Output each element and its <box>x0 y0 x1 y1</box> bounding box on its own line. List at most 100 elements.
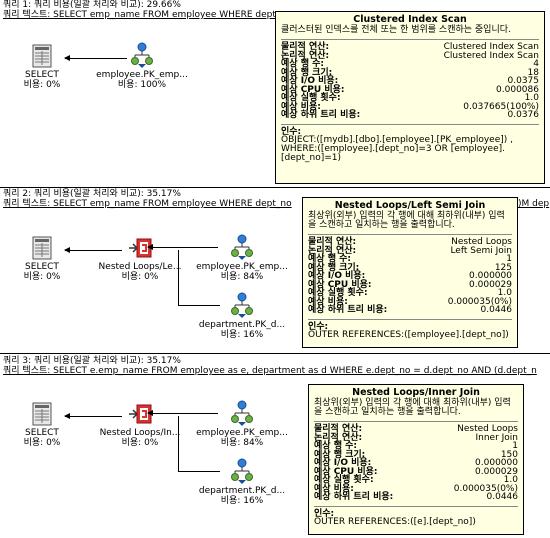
tooltip-title: Nested Loops/Inner Join <box>352 387 480 398</box>
clustered-index-scan-icon <box>192 400 292 426</box>
prop-value: 1 <box>512 441 518 451</box>
prop-key: 예상 실행 횟수: <box>281 93 341 103</box>
tooltip-argument-header: 인수: <box>281 126 302 137</box>
prop-key: 예상 행 크기: <box>281 67 333 78</box>
query-1-cost-line: 쿼리 1: 쿼리 비용(일괄 처리와 비교): 29.66% <box>3 0 181 10</box>
prop-value: 150 <box>500 449 518 460</box>
tooltip-rows: 물리적 연산:Clustered Index Scan 논리적 연산:Clust… <box>281 43 539 120</box>
prop-value: Nested Loops <box>451 237 512 247</box>
tooltip-description: 클러스터된 인덱스를 전체 또는 한 범위를 스캔하는 중입니다. <box>281 25 511 35</box>
employee-label: employee.PK_emp... <box>196 428 288 438</box>
prop-value: 0.0375 <box>507 76 540 86</box>
query-1-select-node[interactable]: SELECT 비용: 0% <box>18 44 66 90</box>
flow-arrow <box>64 55 127 61</box>
clustered-index-scan-icon <box>192 234 292 260</box>
prop-key: 예상 실행 횟수: <box>308 288 368 298</box>
tooltip-title: Clustered Index Scan <box>353 14 467 25</box>
divider <box>0 187 550 188</box>
select-table-icon <box>18 402 66 426</box>
clustered-index-scan-icon <box>92 42 192 68</box>
query-3-select-node[interactable]: SELECT 비용: 0% <box>18 402 66 448</box>
nested-loops-icon <box>94 402 186 426</box>
select-table-icon <box>18 236 66 260</box>
prop-key: 논리적 연산: <box>308 245 357 256</box>
query-2-tooltip: Nested Loops/Left Semi Join 최상위(외부) 입력의 … <box>302 197 518 348</box>
department-cost: 비용: 16% <box>220 330 264 340</box>
query-1-text-line[interactable]: 쿼리 텍스트: SELECT emp_name FROM employee WH… <box>3 10 292 20</box>
query-3-cost-line: 쿼리 3: 쿼리 비용(일괄 처리와 비교): 35.17% <box>3 356 181 366</box>
prop-key: 예상 CPU 비용: <box>314 466 378 477</box>
select-table-icon <box>18 44 66 68</box>
prop-value: 0.0376 <box>507 110 540 120</box>
prop-value: Clustered Index Scan <box>443 50 539 61</box>
prop-value: 0.000029 <box>475 466 518 477</box>
prop-key: 예상 실행 횟수: <box>314 475 374 485</box>
prop-value: 1.0 <box>503 475 518 485</box>
prop-key: 예상 행 크기: <box>308 262 360 273</box>
query-3-tooltip: Nested Loops/Inner Join 최상위(외부) 입력의 각 행에… <box>308 384 524 535</box>
tooltip-title: Nested Loops/Left Semi Join <box>334 200 486 211</box>
prop-value: 0.037665(100%) <box>463 101 539 112</box>
connector-line <box>178 305 220 306</box>
prop-key: 논리적 연산: <box>314 432 363 443</box>
loop-cost: 비용: 0% <box>121 438 159 448</box>
prop-key: 예상 하위 트리 비용: <box>314 492 394 502</box>
prop-key: 예상 I/O 비용: <box>314 458 372 468</box>
tooltip-rows: 물리적 연산: Nested Loops 논리적 연산: Left Semi Joi… <box>308 238 512 315</box>
select-label: SELECT <box>25 428 59 438</box>
query-1-scan-node[interactable]: employee.PK_emp... 비용: 100% <box>92 42 192 90</box>
prop-value: Inner Join <box>475 432 518 443</box>
prop-key: 예상 하위 트리 비용: <box>281 110 361 120</box>
prop-key: 물리적 연산: <box>308 237 357 247</box>
loop-label: Nested Loops/Le... <box>98 262 182 272</box>
query-2-loop-node[interactable]: Nested Loops/Le... 비용: 0% <box>94 236 186 282</box>
department-label: department.PK_d... <box>198 320 286 330</box>
connector-line <box>178 471 220 472</box>
prop-key: 예상 행 크기: <box>314 449 366 460</box>
query-3-department-node[interactable]: department.PK_d... 비용: 16% <box>192 458 292 506</box>
employee-label: employee.PK_emp... <box>196 262 288 272</box>
tooltip-argument: OBJECT:([mydb].[dbo].[employee].[PK_empl… <box>281 135 513 163</box>
clustered-index-scan-icon <box>192 292 292 318</box>
prop-value: 0.000086 <box>496 84 539 95</box>
query-2-department-node[interactable]: department.PK_d... 비용: 16% <box>192 292 292 340</box>
prop-key: 예상 하위 트리 비용: <box>308 305 388 315</box>
query-2-select-node[interactable]: SELECT 비용: 0% <box>18 236 66 282</box>
prop-key: 예상 CPU 비용: <box>308 279 372 290</box>
prop-key: 논리적 연산: <box>281 50 330 61</box>
query-1-tooltip: Clustered Index Scan 클러스터된 인덱스를 전체 또는 한 … <box>275 11 545 184</box>
flow-arrow <box>147 244 218 250</box>
prop-key: 물리적 연산: <box>314 424 363 434</box>
department-label: department.PK_d... <box>198 486 286 496</box>
prop-value: 1 <box>506 254 512 264</box>
connector-line <box>178 416 179 472</box>
select-label: SELECT <box>25 262 59 272</box>
query-2-cost-line: 쿼리 2: 쿼리 비용(일괄 처리와 비교): 35.17% <box>3 189 181 199</box>
prop-value: 0.0446 <box>480 305 513 315</box>
prop-value: 0.000035(0%) <box>447 296 512 307</box>
query-3-text-line[interactable]: 쿼리 텍스트: SELECT e.emp_name FROM employee … <box>3 366 537 376</box>
select-cost: 비용: 0% <box>23 272 61 282</box>
query-3-employee-node[interactable]: employee.PK_emp... 비용: 84% <box>192 400 292 448</box>
prop-key: 예상 행 수: <box>308 254 351 264</box>
prop-value: Left Semi Join <box>450 245 512 256</box>
query-3-loop-node[interactable]: Nested Loops/In... 비용: 0% <box>94 402 186 448</box>
tooltip-argument-header: 인수: <box>314 508 335 519</box>
employee-cost: 비용: 84% <box>220 438 264 448</box>
tooltip-rows: 물리적 연산: Nested Loops 논리적 연산: Inner Join 예상… <box>314 425 518 502</box>
flow-arrow <box>64 413 122 419</box>
tooltip-description: 최상위(외부) 입력의 각 행에 대해 최하위(내부) 입력을 스캔하고 일치하… <box>314 398 511 417</box>
query-2-text-line[interactable]: 쿼리 텍스트: SELECT emp_name FROM employee WH… <box>3 199 292 209</box>
prop-value: 0.000000 <box>475 458 518 468</box>
prop-value: Nested Loops <box>457 424 518 434</box>
query-2-employee-node[interactable]: employee.PK_emp... 비용: 84% <box>192 234 292 282</box>
prop-key: 예상 CPU 비용: <box>281 84 345 95</box>
loop-cost: 비용: 0% <box>121 272 159 282</box>
divider <box>0 353 550 354</box>
connector-line <box>178 250 179 306</box>
prop-value: 0.000029 <box>469 279 512 290</box>
prop-value: 0.0446 <box>486 492 519 502</box>
prop-value: 125 <box>494 262 512 273</box>
prop-value: 4 <box>533 59 539 69</box>
tooltip-argument-header: 인수: <box>308 321 329 332</box>
